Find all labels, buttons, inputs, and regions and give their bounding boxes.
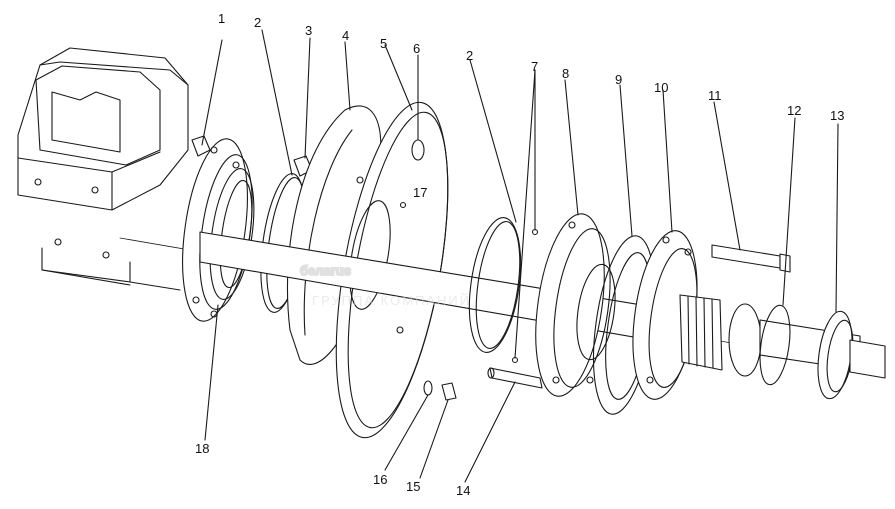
part-17-hole [399,201,407,209]
part-15-bolt [419,382,457,479]
callout-5: 5 [380,36,387,51]
callout-16: 16 [373,472,387,487]
part-16-washer [384,380,433,471]
callout-11: 11 [708,88,722,103]
callout-18: 18 [195,441,209,456]
housing-bracket [17,47,189,291]
callout-3: 3 [305,23,312,38]
callout-2a: 2 [254,15,261,30]
callout-9: 9 [615,72,622,87]
callout-2b: 2 [466,48,473,63]
part-1-bolt [191,39,223,157]
callout-4: 4 [342,28,349,43]
part-6-pin [411,54,425,161]
watermark: белаrus ГРУППА КОМПАНИЙ [299,262,471,308]
part-7-pins [511,69,539,364]
part-2-oring-right [468,59,522,353]
callout-6: 6 [413,41,420,56]
part-18-flange [182,138,255,441]
callout-14: 14 [456,483,470,498]
callout-10: 10 [654,80,668,95]
part-13-sleeve [817,123,886,400]
callout-7: 7 [531,59,538,74]
part-11-bolt [711,101,791,273]
callout-13: 13 [830,108,844,123]
callout-labels: 1 2 3 4 5 6 2 7 8 9 10 11 12 13 17 18 16… [195,11,844,498]
watermark-logo: белаrus [300,263,351,278]
part-12-snap-ring [759,117,796,386]
part-14-dowel [464,367,543,483]
callout-12: 12 [787,103,801,118]
callout-8: 8 [562,66,569,81]
part-3-fitting [293,37,313,177]
callout-17: 17 [413,185,427,200]
watermark-subtitle: ГРУППА КОМПАНИЙ [312,293,471,308]
callout-15: 15 [406,479,420,494]
callout-1: 1 [218,11,225,26]
part-8-hub [535,79,616,397]
